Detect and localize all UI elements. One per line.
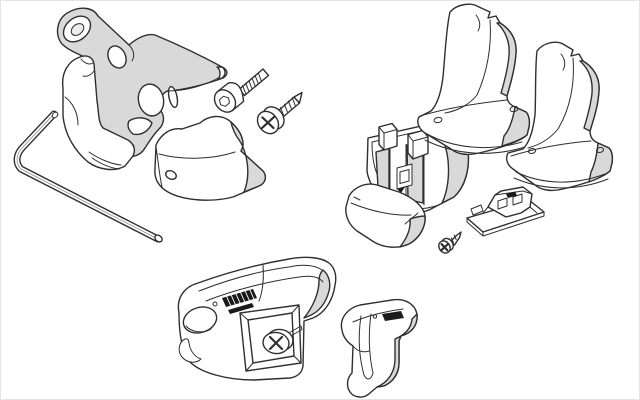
- clip-tab: [470, 204, 484, 216]
- foot-base-step: [515, 171, 606, 183]
- screw-point: [293, 91, 303, 104]
- clamp-foot-step: [88, 151, 122, 166]
- shoe-black-label: [382, 311, 404, 321]
- shoe-slot: [358, 315, 365, 376]
- self-tapping-screw: [256, 91, 303, 135]
- foot-base-step: [426, 133, 523, 149]
- foot-base-hole: [595, 147, 605, 153]
- foot-bracket-right: [505, 41, 614, 192]
- clip-slot: [512, 193, 523, 206]
- foot-crack-line: [475, 14, 481, 32]
- lever-center-hole: [137, 83, 165, 117]
- tube-bore: [70, 23, 85, 36]
- shoe-body: [340, 298, 418, 398]
- wedge-shaded-face: [230, 121, 267, 193]
- shoe-side-shade: [376, 313, 418, 388]
- foot-rim-shade: [579, 60, 600, 132]
- clip-black-mark: [506, 191, 517, 198]
- clip-slot: [497, 197, 508, 210]
- hex-key-tip: [51, 111, 59, 119]
- buckle-side-notch: [178, 338, 202, 363]
- lever-lower-cutout: [127, 117, 153, 136]
- block-arrow-mark: [397, 187, 405, 193]
- cover-pad: [345, 183, 426, 248]
- socket-head-screw: [213, 68, 270, 113]
- barcode-label-small: [228, 303, 254, 314]
- foot-base-hole: [433, 116, 443, 124]
- foot-base-hole: [527, 148, 537, 154]
- hex-socket: [219, 95, 230, 107]
- buckle-bracket: [177, 256, 337, 381]
- lever-slot: [167, 85, 179, 109]
- foot-base-hole: [509, 105, 519, 113]
- barcode-label: [222, 289, 257, 307]
- block-inner-bracket: [396, 163, 413, 190]
- label-dot: [212, 301, 218, 307]
- blade-edge: [216, 66, 226, 81]
- wedge-hole: [165, 169, 177, 181]
- hex-key: [13, 110, 163, 243]
- block-post: [378, 122, 398, 151]
- foot-inner-cradle: [527, 57, 574, 149]
- foot-base-shade: [588, 142, 614, 183]
- hex-key-end-face: [154, 234, 163, 243]
- buckle-band-edge: [198, 264, 323, 292]
- spring-clip: [466, 186, 545, 237]
- pad-shaded-edge: [399, 215, 426, 248]
- foot-bracket-left: [417, 3, 531, 156]
- foot-crack-line: [560, 53, 566, 71]
- foot-inner-cradle: [444, 19, 491, 114]
- lever-upper-hole: [107, 45, 127, 69]
- label-dot: [372, 314, 378, 319]
- clamp-shoe: [340, 298, 418, 398]
- pad-screw: [438, 231, 462, 254]
- foot-base-shade: [501, 106, 531, 147]
- foot-rim-shade: [496, 22, 517, 97]
- clamp-body: [61, 55, 136, 171]
- clamp-lever-assembly: [56, 7, 228, 171]
- block-post: [407, 129, 429, 160]
- wedge-pad: [154, 115, 267, 201]
